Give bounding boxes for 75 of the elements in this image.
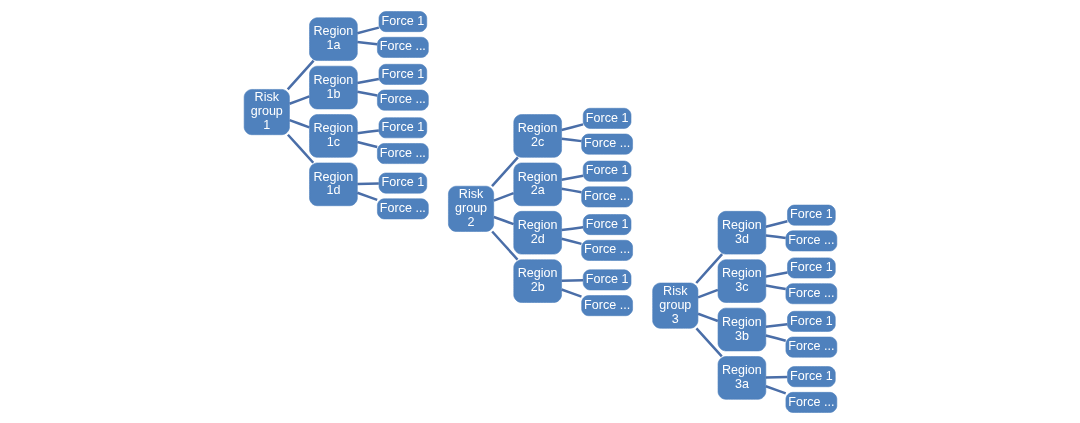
node-box: Force 1 — [582, 269, 631, 290]
connector — [765, 333, 786, 342]
connector — [765, 322, 787, 328]
node-box: Force 1 — [582, 160, 631, 181]
connector — [560, 122, 583, 131]
connector — [356, 25, 379, 34]
connector — [356, 128, 379, 134]
node-box: Force 1 — [378, 172, 427, 193]
connector — [764, 384, 786, 395]
node-box: Region 1c — [308, 113, 358, 158]
node-box: Force ... — [376, 36, 429, 58]
node-box: Force 1 — [786, 310, 836, 332]
connector — [765, 283, 786, 290]
connector — [286, 59, 315, 90]
connector — [560, 225, 583, 231]
connector — [694, 252, 723, 284]
node-box: Force ... — [785, 391, 837, 413]
node-box: Region 2b — [512, 258, 562, 303]
node-box: Force 1 — [786, 257, 836, 278]
connector — [490, 156, 519, 187]
connector — [356, 191, 378, 201]
node-box: Risk group 1 — [243, 88, 290, 135]
node-box: Force ... — [580, 294, 633, 316]
connector — [695, 326, 723, 357]
node-box: Region 2a — [512, 162, 562, 206]
node-box: Force ... — [580, 239, 633, 261]
node-box: Force 1 — [786, 204, 836, 225]
connector — [561, 278, 583, 282]
node-box: Region 1a — [308, 17, 358, 61]
node-box: Force ... — [376, 89, 429, 110]
node-box: Force 1 — [378, 63, 427, 85]
connector — [765, 233, 786, 239]
node-box: Force 1 — [378, 10, 427, 32]
connector — [356, 140, 377, 148]
node-box: Force ... — [785, 336, 837, 357]
node-box: Region 3a — [717, 355, 766, 400]
node-box: Region 3c — [717, 258, 766, 303]
connector — [356, 181, 379, 185]
node-box: Region 3d — [717, 210, 766, 254]
node-box: Force 1 — [582, 213, 631, 235]
connector — [697, 288, 718, 299]
connector — [560, 173, 583, 181]
connector — [560, 137, 582, 142]
node-box: Force 1 — [786, 365, 836, 387]
connector — [560, 287, 582, 298]
connector — [765, 270, 788, 278]
connector — [288, 118, 310, 129]
node-box: Region 3b — [717, 307, 766, 351]
connector — [560, 237, 582, 245]
node-box: Force ... — [785, 282, 837, 304]
node-box: Force ... — [376, 198, 429, 219]
connector — [697, 312, 718, 322]
connector — [765, 375, 787, 379]
node-box: Region 2d — [512, 210, 562, 254]
connector — [560, 186, 582, 194]
node-box: Force 1 — [582, 107, 631, 129]
connector — [286, 133, 314, 164]
connector — [492, 215, 514, 225]
connector — [356, 90, 377, 97]
node-box: Force ... — [376, 142, 429, 164]
node-box: Force ... — [580, 186, 633, 207]
node-box: Risk group 2 — [447, 185, 494, 232]
connector — [492, 191, 514, 202]
connector — [490, 230, 518, 260]
node-box: Risk group 3 — [651, 282, 698, 329]
node-box: Region 1d — [308, 162, 358, 206]
connector — [356, 77, 379, 84]
node-box: Region 1b — [308, 65, 358, 109]
node-box: Region 2c — [512, 113, 562, 158]
connector — [356, 40, 377, 46]
connector — [288, 94, 310, 105]
connector — [765, 219, 788, 228]
node-box: Force ... — [580, 133, 633, 154]
node-box: Force 1 — [378, 116, 427, 138]
node-box: Force ... — [785, 230, 837, 251]
